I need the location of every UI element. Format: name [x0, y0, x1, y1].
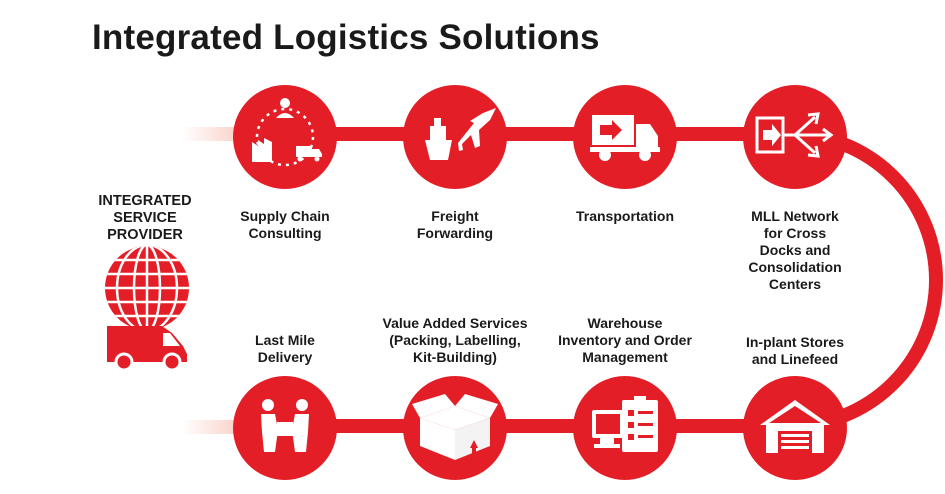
provider-label: INTEGRATED SERVICE PROVIDER	[98, 193, 192, 243]
node-cross-docks	[743, 85, 847, 189]
label-in-plant-stores: In-plant Stores and Linefeed	[745, 334, 844, 367]
cross-dock-icon	[755, 112, 834, 158]
label-supply-chain-consulting: Supply Chain Consulting	[240, 208, 330, 241]
inventory-checklist-icon	[592, 396, 658, 452]
warehouse-icon	[760, 400, 830, 453]
label-warehouse-management: Warehouse Inventory and Order Management	[558, 315, 692, 365]
node-supply-chain-consulting	[233, 85, 337, 189]
process-track	[265, 127, 943, 433]
globe-icon	[105, 246, 189, 330]
label-transportation: Transportation	[575, 208, 674, 224]
label-cross-docks: MLL Network for Cross Docks and Consolid…	[748, 208, 842, 292]
delivery-van-icon	[107, 326, 187, 372]
node-value-added-services	[403, 376, 507, 480]
node-freight-forwarding	[403, 85, 507, 189]
label-freight-forwarding: Freight Forwarding	[416, 208, 494, 241]
node-in-plant-stores	[743, 376, 847, 480]
node-transportation	[573, 85, 677, 189]
open-box-icon	[412, 394, 498, 460]
label-last-mile-delivery: Last Mile Delivery	[255, 332, 315, 365]
node-warehouse-management	[573, 376, 677, 480]
node-last-mile-delivery	[233, 376, 337, 480]
truck-icon	[590, 115, 660, 161]
page-title: Integrated Logistics Solutions	[92, 18, 600, 57]
handover-icon	[261, 399, 309, 452]
label-value-added-services: Value Added Services (Packing, Labelling…	[382, 315, 528, 365]
freight-ship-plane-icon	[425, 108, 496, 160]
supply-chain-icon	[252, 98, 322, 167]
